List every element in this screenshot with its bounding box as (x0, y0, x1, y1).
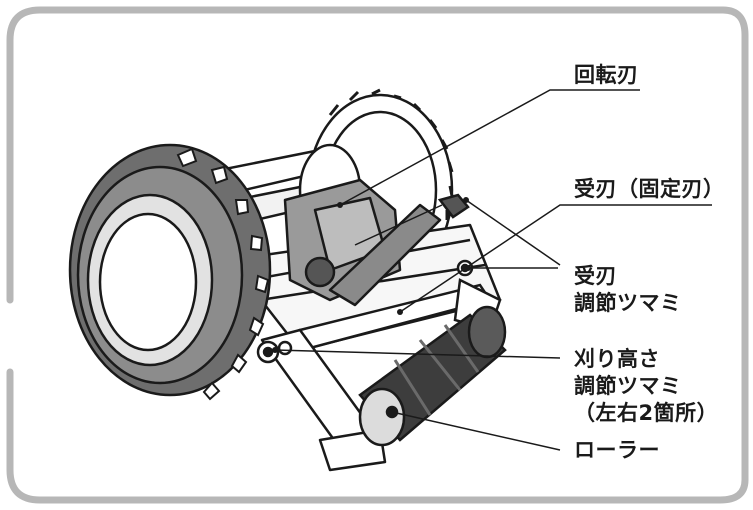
label-fixed-blade-adjust: 受刃 調節ツマミ (574, 263, 682, 317)
label-fixed-blade: 受刃（固定刃） (574, 177, 725, 201)
roller (358, 305, 507, 447)
label-cut-height-adjust-line-3: （左右2箇所） (574, 401, 719, 425)
frame-border (6, 6, 749, 504)
rotary-blade (283, 178, 442, 307)
leader-dots (272, 197, 471, 415)
label-cut-height-adjust: 刈り高さ 調節ツマミ （左右2箇所） (574, 346, 718, 427)
label-rotary-blade: 回転刃 (574, 63, 639, 87)
label-fixed-blade-adjust-line-1: 受刃 (574, 264, 617, 288)
label-roller: ローラー (574, 438, 660, 462)
front-wheel (68, 143, 272, 401)
label-cut-height-adjust-line-2: 調節ツマミ (574, 374, 682, 398)
leader-lines (274, 89, 712, 451)
label-fixed-blade-adjust-line-2: 調節ツマミ (574, 291, 682, 315)
label-cut-height-adjust-line-1: 刈り高さ (574, 347, 660, 371)
